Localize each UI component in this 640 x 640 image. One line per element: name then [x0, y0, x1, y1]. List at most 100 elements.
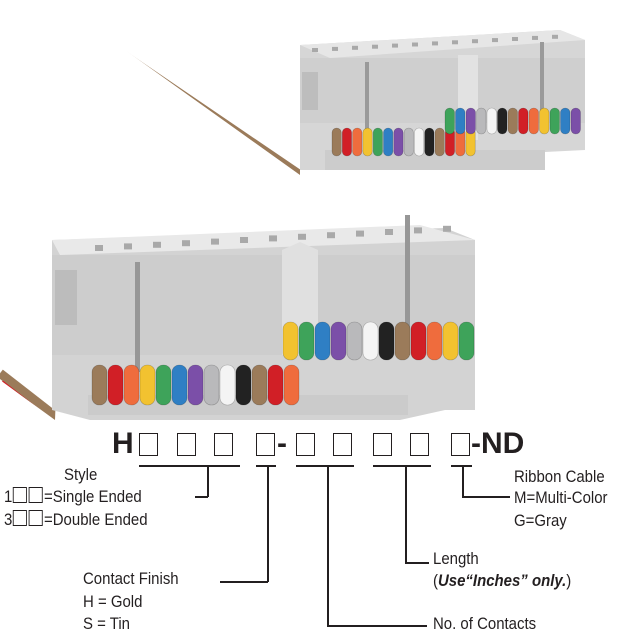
- wire-end: [507, 107, 518, 135]
- wire-end: [410, 321, 427, 361]
- wire-end: [414, 127, 424, 157]
- wire-end: [378, 321, 395, 361]
- wire-end: [486, 107, 497, 135]
- contact-hole: [124, 243, 132, 250]
- ribbon-cable-assembly-illustration: [0, 0, 585, 420]
- part-separator: -: [277, 427, 287, 460]
- length-title: Length: [433, 549, 479, 568]
- contacts-underline: [296, 465, 354, 467]
- wire-end: [107, 364, 124, 406]
- wire-end: [331, 127, 342, 157]
- wire-end: [383, 127, 394, 157]
- contacts-leader-h: [327, 625, 427, 627]
- wire-end: [267, 364, 284, 406]
- wire-end: [187, 364, 204, 406]
- wire-end: [394, 321, 411, 361]
- contact-hole: [240, 237, 248, 243]
- length-underline: [373, 465, 431, 467]
- contact-hole: [298, 233, 306, 240]
- wire-end: [403, 127, 414, 157]
- style-leader-h: [195, 496, 208, 498]
- contact-hole: [312, 48, 318, 52]
- wire: [0, 402, 28, 420]
- contact-hole: [414, 227, 422, 234]
- contact-finish-gold: H = Gold: [83, 592, 143, 611]
- contact-hole: [327, 232, 335, 239]
- ribbon-box: [451, 433, 470, 456]
- contact-finish-tin: S = Tin: [83, 614, 130, 633]
- back-connector-wire-ends: [331, 107, 581, 157]
- wire-end: [434, 127, 445, 157]
- wire-end: [497, 107, 508, 135]
- style-title: Style: [64, 465, 98, 484]
- contact-hole: [269, 235, 277, 242]
- wire-end: [314, 321, 331, 361]
- wire-end: [426, 321, 443, 361]
- wire-end: [298, 321, 315, 361]
- front-connector-wire-ends: [91, 321, 475, 406]
- wire-end: [362, 127, 373, 157]
- contact-hole: [432, 41, 438, 46]
- wire-end: [570, 107, 581, 135]
- wire-end: [330, 321, 347, 361]
- wire-end: [560, 107, 571, 135]
- part-number-template: H: [112, 428, 134, 460]
- contact-hole: [153, 241, 161, 248]
- contact-hole: [492, 38, 498, 43]
- contact-hole: [412, 42, 418, 47]
- part-prefix: H: [112, 427, 134, 460]
- ribbon-gray: G=Gray: [514, 511, 567, 530]
- contacts-box-1: [296, 433, 315, 456]
- length-leader-h: [405, 562, 429, 564]
- part-suffix: -ND: [471, 427, 525, 460]
- contact-hole: [182, 240, 190, 247]
- wire: [0, 413, 14, 420]
- ribbon-leader: [462, 465, 464, 497]
- contact-finish-title: Contact Finish: [83, 569, 179, 588]
- ribbon-title: Ribbon Cable: [514, 467, 605, 486]
- wire-end: [219, 364, 236, 406]
- style-single-ended: 1=Single Ended: [4, 487, 142, 506]
- length-box-1: [373, 433, 392, 456]
- connector-contact-holes: [95, 34, 558, 251]
- contact-hole: [385, 229, 393, 235]
- wire-end: [346, 321, 363, 361]
- wire-end: [528, 107, 539, 135]
- wire-end: [455, 107, 466, 135]
- length-note: (Use“Inches” only.): [433, 571, 572, 590]
- wire-end: [251, 364, 268, 406]
- contact-hole: [392, 43, 398, 48]
- contact-hole: [472, 39, 478, 44]
- contact-hole: [512, 37, 518, 41]
- wire-end: [352, 127, 363, 157]
- wire-end: [341, 127, 352, 157]
- contacts-leader: [327, 465, 329, 626]
- wire-end: [203, 364, 220, 406]
- contact-hole: [443, 225, 451, 232]
- style-box-3: [214, 433, 233, 456]
- style-underline: [139, 465, 240, 467]
- style-box-1: [139, 433, 158, 456]
- contacts-box-2: [333, 433, 352, 456]
- length-box-2: [410, 433, 429, 456]
- contact-hole: [211, 238, 219, 245]
- contact-finish-box: [256, 433, 275, 456]
- contacts-title: No. of Contacts: [433, 614, 537, 633]
- ribbon-multi-color: M=Multi-Color: [514, 488, 608, 507]
- wire-end: [372, 127, 383, 157]
- wire-end: [393, 127, 404, 157]
- wire-end: [549, 107, 560, 135]
- wire-end: [442, 321, 459, 361]
- contact-hole: [452, 40, 458, 45]
- ribbon-leader-h: [462, 496, 510, 498]
- wire-end: [444, 107, 455, 135]
- wire-end: [235, 364, 252, 406]
- wire-end: [458, 321, 475, 361]
- contact-hole: [332, 46, 338, 51]
- style-leader: [207, 465, 209, 497]
- contact-hole: [356, 230, 364, 237]
- style-double-ended: 3=Double Ended: [4, 510, 148, 529]
- wire-end: [171, 364, 188, 406]
- wire-end: [155, 364, 172, 406]
- wire-end: [476, 107, 487, 135]
